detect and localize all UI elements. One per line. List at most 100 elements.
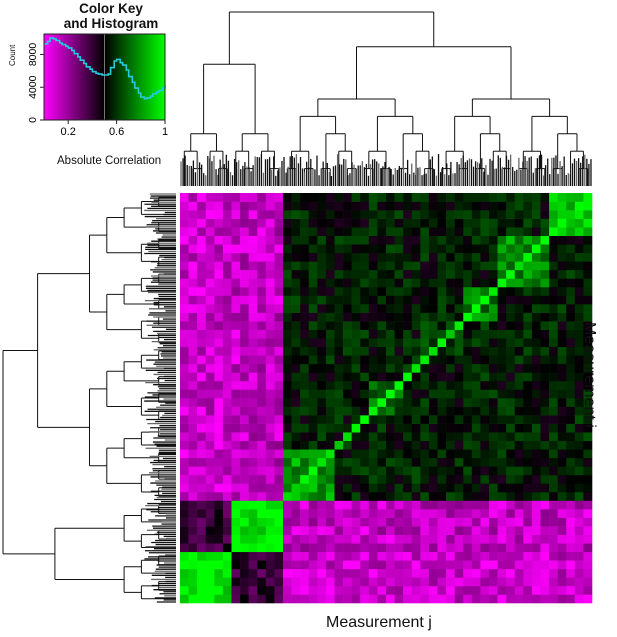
heatmap-cell [497,577,507,587]
heatmap-cell [222,295,232,305]
heatmap-cell [549,517,558,527]
heatmap-cell [420,406,430,416]
heatmap-cell [454,278,464,288]
heatmap-cell [403,500,413,510]
heatmap-cell [351,415,361,424]
heatmap-cell [188,201,198,211]
heatmap-cell [222,210,232,219]
heatmap-cell [351,509,361,518]
heatmap-cell [317,594,327,604]
heatmap-cell [497,509,507,518]
heatmap-cell [257,218,267,228]
heatmap-cell [394,577,404,587]
heatmap-cell [283,218,292,228]
heatmap-cell [574,355,584,365]
heatmap-cells [180,193,593,604]
heatmap-cell [574,440,584,450]
heatmap-cell [540,509,550,518]
heatmap-cell [248,295,258,305]
heatmap-cell [368,449,378,459]
heatmap-cell [446,278,455,288]
heatmap-cell [514,372,524,382]
heatmap-cell [283,338,292,348]
heatmap-cell [463,568,473,578]
heatmap-cell [403,261,413,271]
heatmap-cell [471,551,481,561]
heatmap-cell [257,526,267,535]
heatmap-cell [497,474,507,484]
heatmap-cell [428,423,438,433]
heatmap-cell [334,312,344,322]
heatmap-cell [549,372,558,382]
heatmap-cell [214,568,224,578]
heatmap-cell [214,218,224,228]
heatmap-cell [420,466,430,476]
heatmap-cell [248,440,258,450]
heatmap-cell [291,491,301,501]
heatmap-cell [257,534,267,544]
heatmap-cell [574,252,584,262]
heatmap-cell [317,286,327,296]
heatmap-cell [308,483,318,493]
heatmap-cell [240,269,249,279]
heatmap-cell [283,312,292,322]
heatmap-cell [428,304,438,313]
heatmap-cell [377,312,387,322]
heatmap-cell [437,329,447,339]
heatmap-cell [351,423,361,433]
heatmap-cell [574,380,584,390]
heatmap-cell [386,389,395,399]
heatmap-cell [480,312,490,322]
heatmap-cell [497,389,507,399]
heatmap-cell [265,329,275,339]
heatmap-cell [197,543,207,553]
heatmap-cell [248,406,258,416]
heatmap-cell [274,474,284,484]
heatmap-cell [506,210,516,219]
heatmap-cell [317,218,327,228]
heatmap-cell [531,278,541,288]
heatmap-cell [205,551,215,561]
heatmap-cell [205,304,215,313]
heatmap-cell [428,534,438,544]
heatmap-cell [463,380,473,390]
heatmap-cell [506,261,516,271]
heatmap-cell [497,312,507,322]
heatmap-cell [403,227,413,237]
heatmap-cell [506,509,516,518]
heatmap-cell [574,415,584,424]
heatmap-cell [428,372,438,382]
heatmap-cell [386,457,395,467]
heatmap-cell [523,534,533,544]
heatmap-cell [437,466,447,476]
heatmap-cell [231,252,241,262]
heatmap-cell [325,491,335,501]
heatmap-cell [480,201,490,211]
heatmap-cell [308,295,318,305]
heatmap-cell [180,594,189,604]
heatmap-cell [446,389,455,399]
heatmap-cell [368,415,378,424]
heatmap-cell [428,585,438,595]
heatmap-cell [480,286,490,296]
heatmap-cell [386,491,395,501]
heatmap-cell [300,269,310,279]
heatmap-cell [386,227,395,237]
heatmap-cell [248,269,258,279]
heatmap-cell [188,210,198,219]
heatmap-cell [360,269,370,279]
heatmap-cell [437,534,447,544]
heatmap-cell [368,517,378,527]
heatmap-cell [437,517,447,527]
heatmap-cell [351,526,361,535]
heatmap-cell [394,380,404,390]
heatmap-cell [557,201,567,211]
heatmap-cell [583,543,593,553]
heatmap-cell [394,312,404,322]
heatmap-cell [343,432,352,442]
heatmap-cell [489,526,498,535]
heatmap-cell [514,483,524,493]
heatmap-cell [403,585,413,595]
heatmap-cell [351,568,361,578]
heatmap-cell [583,218,593,228]
